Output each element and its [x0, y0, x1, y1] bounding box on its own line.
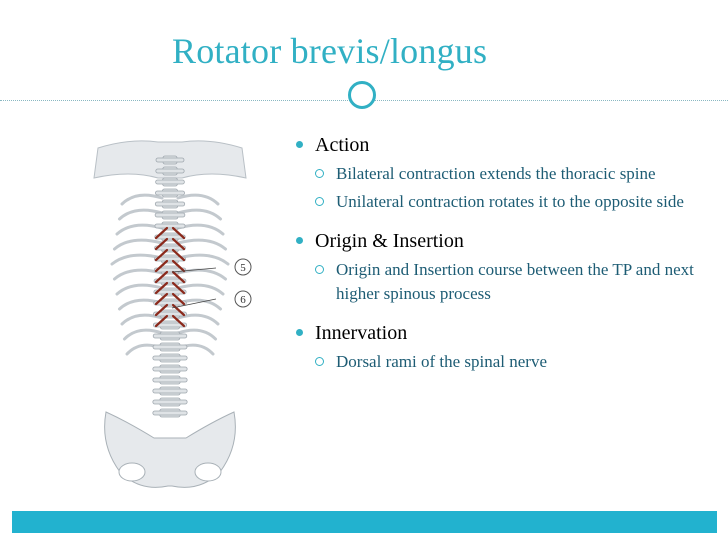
callout-line-5 — [171, 267, 217, 273]
rotator-muscle — [171, 314, 186, 328]
transverse-process — [152, 366, 188, 372]
spine-illustration: 5 6 — [93, 140, 252, 488]
sub-bullet: Unilateral contraction rotates it to the… — [294, 190, 714, 214]
bullet-action-heading: Action — [315, 134, 370, 156]
bullet-content: Action Bilateral contraction extends the… — [294, 132, 714, 374]
transverse-process — [154, 223, 186, 229]
rotator-muscle — [171, 248, 186, 262]
rib — [120, 313, 164, 326]
ring-bullet-icon — [315, 169, 324, 178]
transverse-process — [153, 278, 187, 284]
rotator-muscle — [154, 270, 169, 284]
rotator-muscle — [171, 226, 186, 240]
transverse-process — [155, 168, 185, 174]
rotator-muscle — [171, 292, 186, 306]
bullet-dot-icon — [296, 237, 303, 244]
rotator-muscle — [154, 226, 169, 240]
bullet-action: Action — [294, 132, 714, 158]
sub-bullet-text: Unilateral contraction rotates it to the… — [336, 192, 684, 211]
bullet-dot-icon — [296, 141, 303, 148]
rotator-muscle — [171, 270, 186, 284]
transverse-process — [152, 399, 188, 405]
rib — [176, 328, 217, 341]
rib — [176, 193, 220, 206]
rib — [113, 238, 164, 251]
bullet-origin-insertion: Origin & Insertion — [294, 228, 714, 254]
transverse-process — [152, 377, 188, 383]
transverse-process — [152, 333, 188, 339]
transverse-process — [154, 245, 186, 251]
ring-bullet-icon — [315, 357, 324, 366]
transverse-process — [153, 311, 187, 317]
slide-title: Rotator brevis/longus — [172, 31, 488, 71]
transverse-process — [155, 190, 185, 196]
transverse-process — [155, 157, 185, 163]
pelvis-foramen-right — [194, 462, 222, 482]
bullet-dot-icon — [296, 329, 303, 336]
transverse-process — [154, 234, 186, 240]
rib — [176, 283, 225, 296]
pelvis-foramen-left — [118, 462, 146, 482]
rib — [118, 208, 164, 221]
transverse-process — [154, 201, 186, 207]
rotator-muscle — [154, 292, 169, 306]
footer-bar — [12, 511, 717, 533]
sub-bullet-text: Bilateral contraction extends the thorac… — [336, 164, 656, 183]
transverse-process — [154, 212, 186, 218]
callout-line-6 — [171, 298, 217, 309]
callout-label-5: 5 — [240, 262, 246, 274]
rotator-muscle — [171, 303, 186, 317]
sub-bullet: Bilateral contraction extends the thorac… — [294, 162, 714, 186]
rotator-muscle — [154, 281, 169, 295]
sub-bullet-text: Origin and Insertion course between the … — [336, 260, 694, 303]
rib — [176, 313, 220, 326]
transverse-process — [155, 179, 185, 185]
rotator-muscle — [154, 248, 169, 262]
bullet-innervation-heading: Innervation — [315, 322, 408, 344]
rib — [120, 193, 164, 206]
transverse-process — [152, 344, 188, 350]
rib — [123, 328, 164, 341]
rib — [115, 283, 164, 296]
rib — [176, 238, 227, 251]
transverse-process — [152, 355, 188, 361]
rotator-muscle — [154, 303, 169, 317]
transverse-process — [153, 289, 187, 295]
rotator-muscle — [171, 259, 186, 273]
transverse-process — [152, 322, 188, 328]
rotator-muscle — [154, 237, 169, 251]
divider-circle-icon — [348, 81, 376, 109]
callout-marker-6 — [234, 290, 252, 308]
transverse-process — [153, 300, 187, 306]
rib — [176, 208, 222, 221]
bullet-origin-heading: Origin & Insertion — [315, 230, 464, 252]
rotator-muscle — [154, 314, 169, 328]
transverse-process — [154, 256, 186, 262]
bullet-innervation: Innervation — [294, 320, 714, 346]
ring-bullet-icon — [315, 197, 324, 206]
transverse-process — [152, 410, 188, 416]
sub-bullet: Origin and Insertion course between the … — [294, 258, 714, 306]
transverse-process — [152, 388, 188, 394]
transverse-process — [153, 267, 187, 273]
rotator-muscle — [154, 259, 169, 273]
ring-bullet-icon — [315, 265, 324, 274]
callout-marker-5 — [234, 258, 252, 276]
rotator-muscle — [171, 237, 186, 251]
rotator-muscle — [171, 281, 186, 295]
sub-bullet-text: Dorsal rami of the spinal nerve — [336, 352, 548, 371]
callout-label-6: 6 — [240, 294, 246, 306]
sub-bullet: Dorsal rami of the spinal nerve — [294, 350, 714, 374]
